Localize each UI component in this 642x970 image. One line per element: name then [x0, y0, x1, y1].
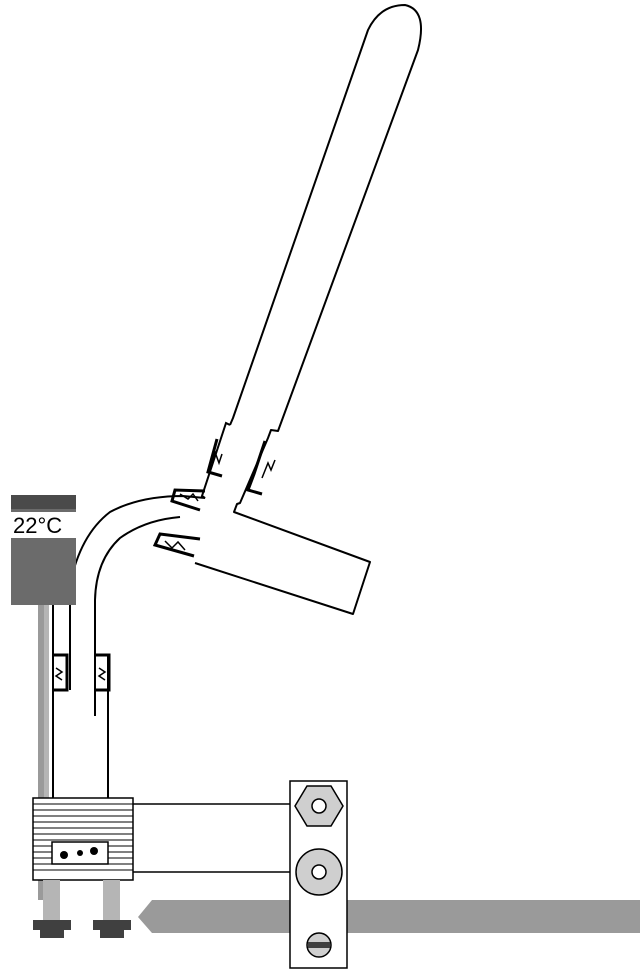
- stand-base: [138, 900, 640, 933]
- thermometer-display-bg: [11, 512, 76, 538]
- hexagon-knob-icon[interactable]: [294, 785, 344, 827]
- joint-clip-middle: [170, 488, 206, 512]
- condenser-tube: [194, 4, 422, 615]
- foot-left: [33, 920, 71, 930]
- foot-right: [93, 920, 131, 930]
- screw-icon[interactable]: [306, 932, 332, 958]
- lower-branch-wall: [94, 516, 181, 716]
- joint-clip-upper-right: [246, 440, 276, 496]
- stand-rod-highlight: [44, 600, 49, 900]
- joint-clip-lower: [152, 532, 201, 558]
- round-knob-icon[interactable]: [295, 848, 343, 896]
- joint-clip-upper-left: [206, 438, 223, 478]
- thermometer-cap: [11, 495, 76, 509]
- joint-clip-vertical-left: [53, 653, 69, 692]
- stand-rod: [38, 600, 49, 900]
- stand-leg-left: [43, 880, 60, 920]
- foot-right-base: [100, 930, 124, 938]
- thermometer-reading: 22°C: [13, 513, 62, 538]
- foot-left-base: [40, 930, 64, 938]
- joint-clip-vertical-right: [95, 653, 111, 692]
- stand-leg-right: [103, 880, 120, 920]
- heating-block: [32, 797, 134, 881]
